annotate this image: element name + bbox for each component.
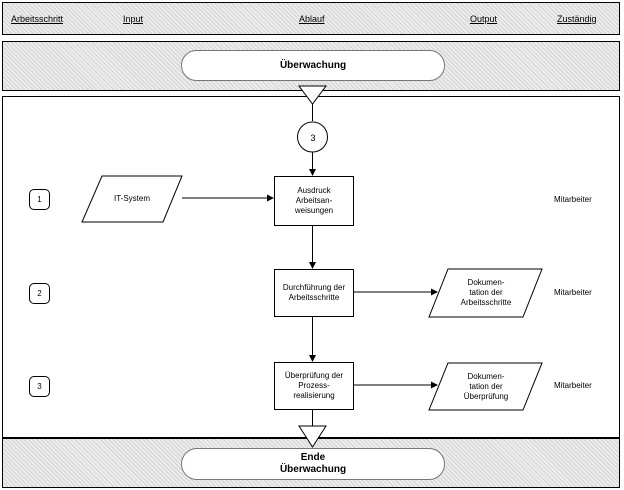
header-band: Arbeitsschritt Input Ablauf Output Zustä… (2, 2, 620, 35)
output-parallelogram-3 (428, 362, 543, 411)
column-header-zustaendig[interactable]: Zuständig (557, 14, 597, 24)
input-label-1: IT-System (113, 194, 150, 203)
column-header-arbeitsschritt[interactable]: Arbeitsschritt (11, 14, 64, 24)
output-label-2: Dokumen- tation der Arbeitsschritte (460, 278, 512, 307)
step-number-2: 2 (29, 283, 50, 304)
process-step-2: Durchführung der Arbeitsschritte (274, 269, 354, 317)
column-header-output[interactable]: Output (470, 14, 498, 24)
output-label-3: Dokumen- tation der Überprüfung (463, 371, 509, 401)
phase-end-band: Ende Überwachung (2, 438, 620, 488)
offpage-connector-out (298, 425, 327, 448)
input-parallelogram-1 (81, 175, 183, 223)
step-number-1: 1 (29, 189, 50, 210)
column-header-ablauf[interactable]: Ablauf (299, 14, 325, 24)
column-header-input[interactable]: Input (123, 14, 144, 24)
phase-end-terminator: Ende Überwachung (181, 448, 445, 480)
process-step-1: Ausdruck Arbeitsan- weisungen (274, 176, 354, 226)
phase-start-terminator: Überwachung (181, 50, 445, 81)
phase-start-band: Überwachung (2, 41, 620, 91)
connector-number: 3 (310, 133, 316, 143)
phase-end-title-line1: Ende (300, 452, 326, 463)
responsible-2: Mitarbeiter (554, 288, 592, 297)
output-parallelogram-2 (428, 268, 543, 318)
responsible-3: Mitarbeiter (554, 381, 592, 390)
responsible-1: Mitarbeiter (554, 195, 592, 204)
process-step-3: Überprüfung der Prozess- realisierung (274, 362, 354, 410)
step-number-3: 3 (29, 376, 50, 397)
phase-start-title: Überwachung (279, 59, 347, 71)
offpage-connector-in (298, 85, 327, 105)
phase-end-title-line2: Überwachung (279, 464, 347, 475)
